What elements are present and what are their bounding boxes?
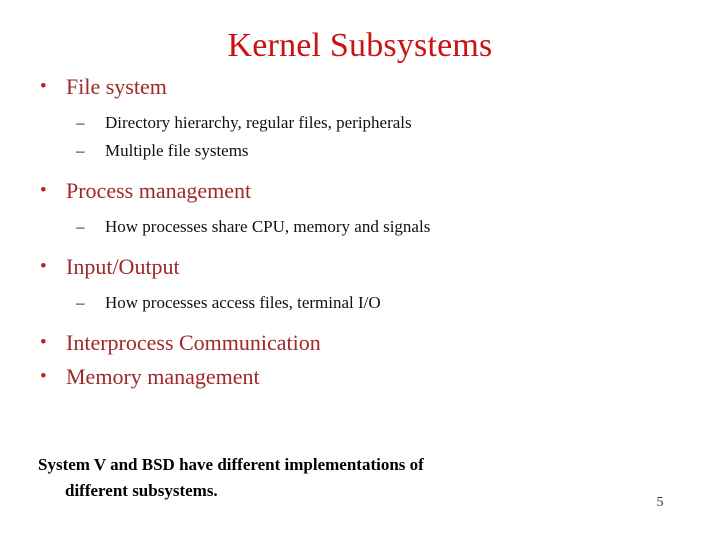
bullet-label: Memory management <box>66 364 260 389</box>
bullet-dot-icon: • <box>40 256 47 277</box>
bullet-label: Process management <box>66 178 252 203</box>
bullet-dash-icon: – <box>76 293 85 312</box>
slide-body-outline: • File system – Directory hierarchy, reg… <box>0 76 720 400</box>
bullet-level1-interprocess-communication: • Interprocess Communication <box>0 332 720 354</box>
bullet-level2-directory-hierarchy: – Directory hierarchy, regular files, pe… <box>0 114 720 132</box>
footer-note-line2: different subsystems. <box>65 481 218 500</box>
bullet-level1-memory-management: • Memory management <box>0 366 720 388</box>
bullet-level1-input-output: • Input/Output <box>0 256 720 278</box>
bullet-dot-icon: • <box>40 366 47 387</box>
footer-note: System V and BSD have different implemen… <box>38 452 638 504</box>
bullet-level2-how-processes-share: – How processes share CPU, memory and si… <box>0 218 720 236</box>
bullet-label: Input/Output <box>66 254 180 279</box>
bullet-label: How processes access files, terminal I/O <box>105 293 381 312</box>
bullet-dash-icon: – <box>76 217 85 236</box>
footer-note-line1: System V and BSD have different implemen… <box>38 455 424 474</box>
page-title: Kernel Subsystems <box>227 27 493 64</box>
bullet-level1-process-management: • Process management <box>0 180 720 202</box>
bullet-label: Multiple file systems <box>105 141 249 160</box>
bullet-level2-how-processes-access: – How processes access files, terminal I… <box>0 294 720 312</box>
bullet-dot-icon: • <box>40 180 47 201</box>
bullet-dot-icon: • <box>40 332 47 353</box>
bullet-label: How processes share CPU, memory and sign… <box>105 217 431 236</box>
bullet-label: File system <box>66 74 167 99</box>
bullet-level1-file-system: • File system <box>0 76 720 98</box>
bullet-dash-icon: – <box>76 113 85 132</box>
bullet-label: Directory hierarchy, regular files, peri… <box>105 113 412 132</box>
page-number: 5 <box>656 495 664 510</box>
bullet-dash-icon: – <box>76 141 85 160</box>
bullet-dot-icon: • <box>40 76 47 97</box>
bullet-label: Interprocess Communication <box>66 330 321 355</box>
bullet-level2-multiple-file-systems: – Multiple file systems <box>0 142 720 160</box>
